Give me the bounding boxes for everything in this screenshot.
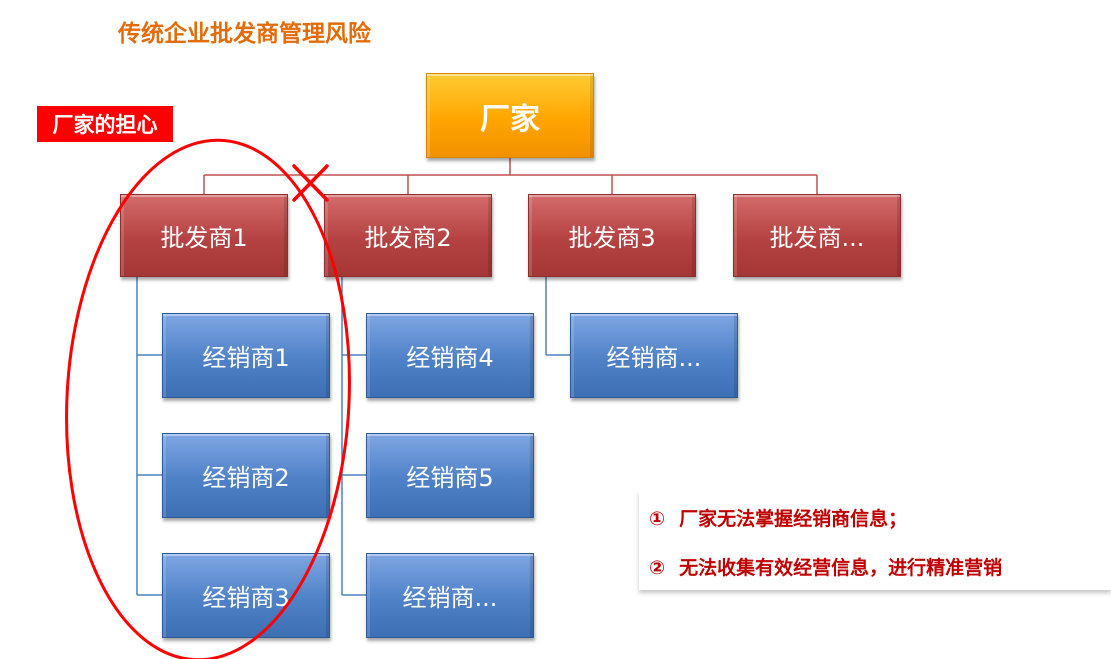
wholesaler-label: 批发商1 bbox=[160, 224, 248, 252]
note-text: 无法收集有效经营信息，进行精准营销 bbox=[679, 557, 1003, 579]
note-number: ① bbox=[649, 508, 666, 530]
distributor-box-5: 经销商5 bbox=[366, 433, 534, 518]
note-text: 厂家无法掌握经销商信息； bbox=[679, 508, 908, 530]
wholesaler-label: 批发商3 bbox=[568, 224, 656, 252]
distributor-label: 经销商2 bbox=[202, 464, 290, 492]
manufacturer-box: 厂家 bbox=[426, 73, 594, 158]
risk-note-2: ② 无法收集有效经营信息，进行精准营销 bbox=[649, 553, 1002, 580]
distributor-label: 经销商... bbox=[606, 344, 702, 372]
distributor-label: 经销商3 bbox=[202, 584, 290, 612]
manufacturer-label: 厂家 bbox=[480, 101, 540, 137]
wholesaler-label: 批发商... bbox=[769, 224, 865, 252]
risk-note-1: ① 厂家无法掌握经销商信息； bbox=[649, 504, 907, 531]
distributor-box-more-2: 经销商... bbox=[366, 553, 534, 638]
wholesaler-box-3: 批发商3 bbox=[528, 194, 696, 277]
page-title: 传统企业批发商管理风险 bbox=[118, 21, 371, 47]
highlight-circle bbox=[65, 138, 351, 659]
cross-mark-icon bbox=[292, 164, 329, 202]
distributor-box-4: 经销商4 bbox=[366, 313, 534, 398]
distributor-label: 经销商... bbox=[402, 584, 498, 612]
manufacturer-concern-tag: 厂家的担心 bbox=[37, 106, 173, 142]
wholesaler-box-1: 批发商1 bbox=[120, 194, 288, 277]
distributor-label: 经销商1 bbox=[202, 344, 290, 372]
distributor-label: 经销商4 bbox=[406, 344, 494, 372]
risk-notes-panel: ① 厂家无法掌握经销商信息； ② 无法收集有效经营信息，进行精准营销 bbox=[639, 490, 1111, 590]
distributor-box-more-3: 经销商... bbox=[570, 313, 738, 398]
distributor-box-2: 经销商2 bbox=[162, 433, 330, 518]
distributor-label: 经销商5 bbox=[406, 464, 494, 492]
distributor-box-1: 经销商1 bbox=[162, 313, 330, 398]
distributor-box-3: 经销商3 bbox=[162, 553, 330, 638]
note-number: ② bbox=[649, 557, 666, 579]
wholesaler-box-more: 批发商... bbox=[733, 194, 901, 277]
wholesaler-box-2: 批发商2 bbox=[324, 194, 492, 277]
wholesaler-label: 批发商2 bbox=[364, 224, 452, 252]
